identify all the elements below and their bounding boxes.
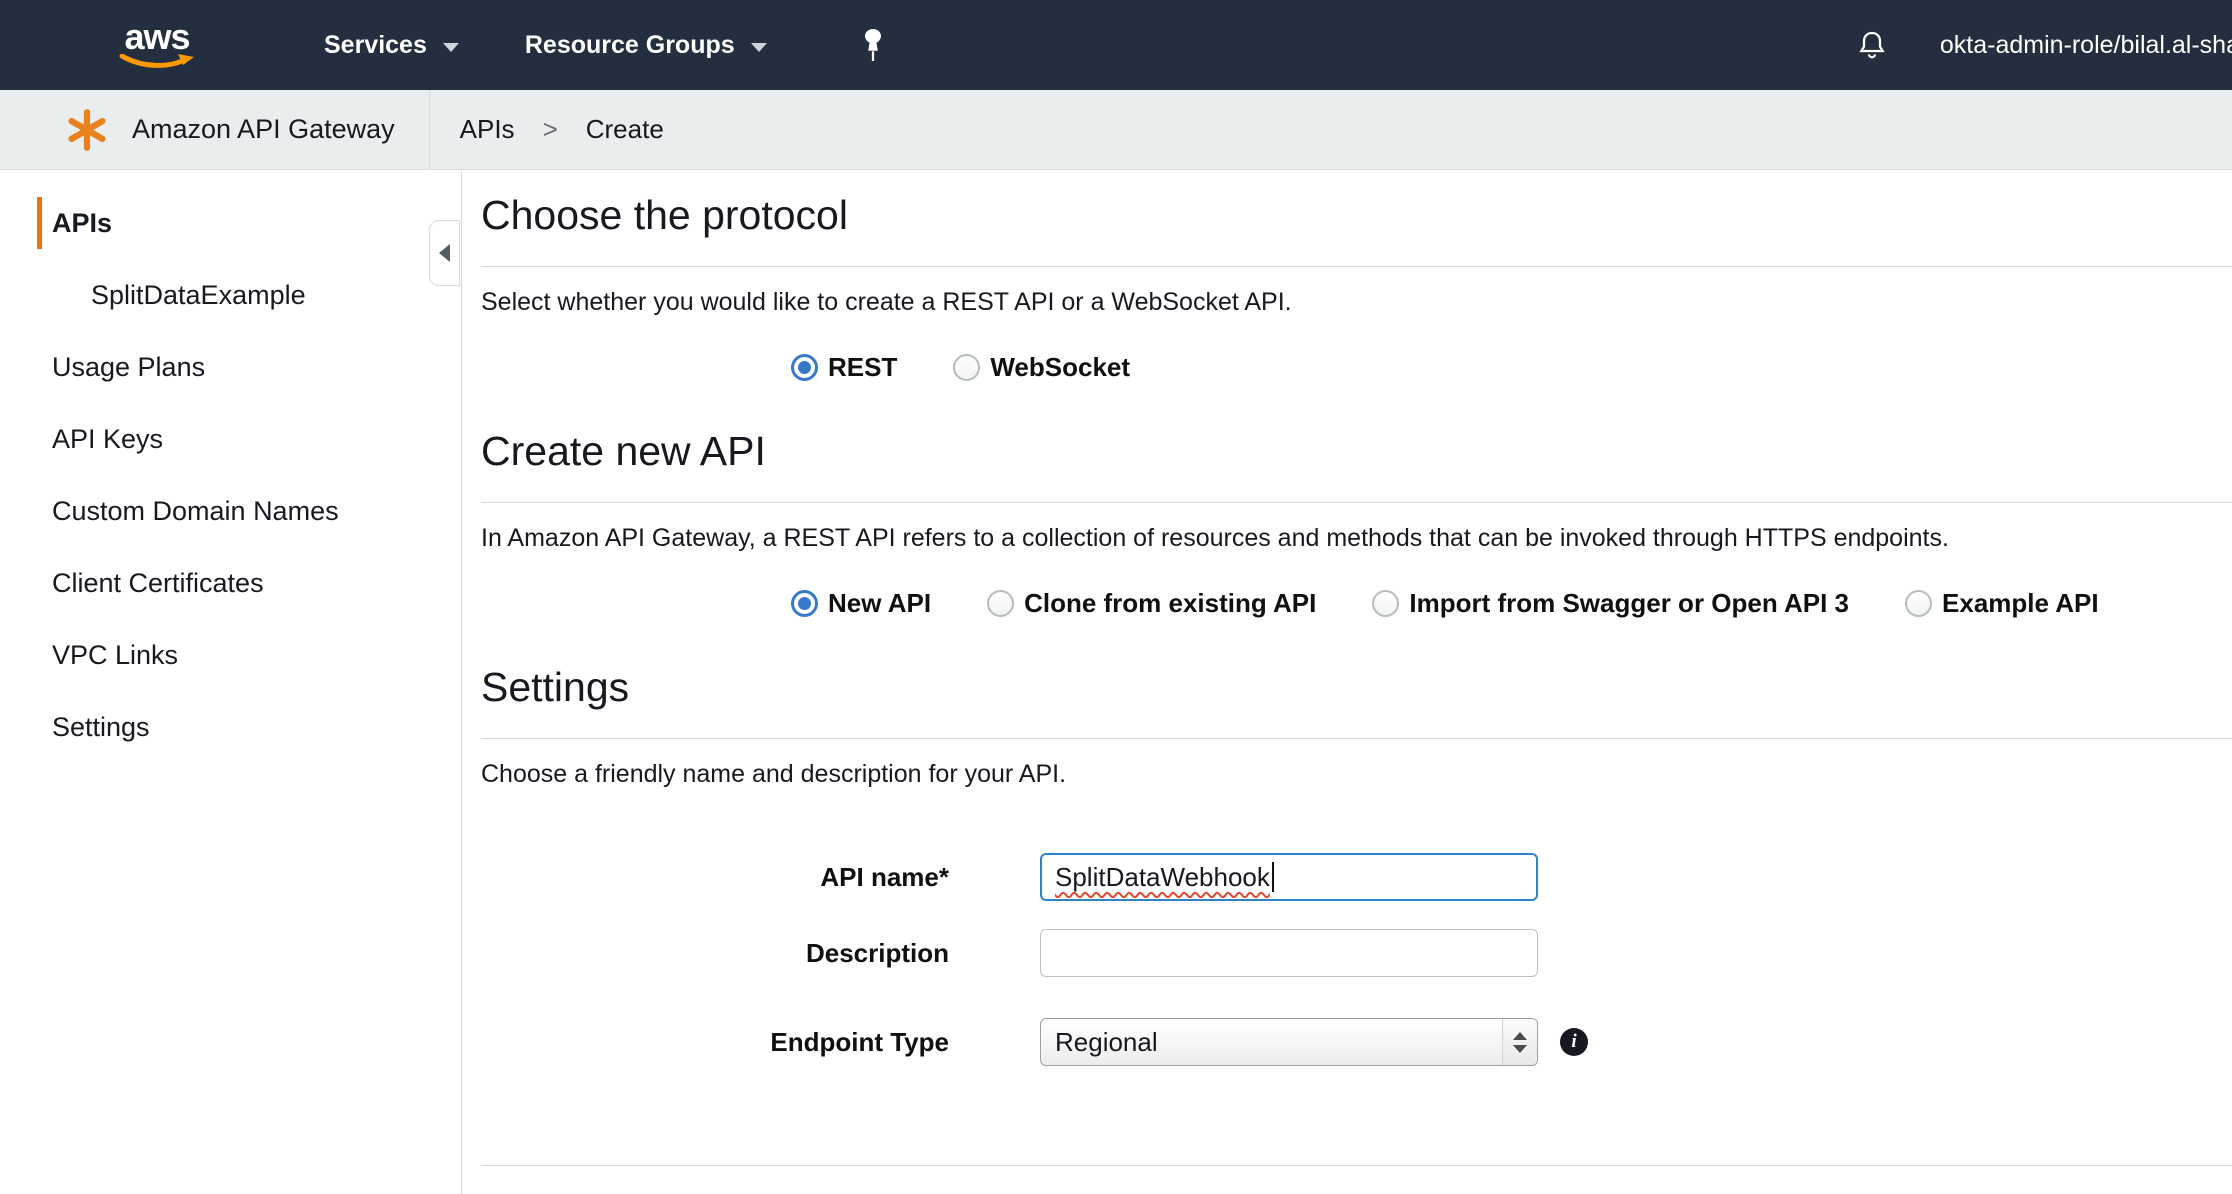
sidebar-item-label: API Keys bbox=[52, 424, 163, 454]
chevron-down-icon bbox=[751, 43, 767, 52]
divider bbox=[429, 90, 430, 169]
nav-services-label: Services bbox=[324, 31, 427, 60]
notifications-button[interactable] bbox=[1856, 28, 1888, 62]
radio-option-rest[interactable]: REST bbox=[791, 352, 897, 383]
sidebar-item-label: APIs bbox=[52, 208, 112, 238]
pin-shortcut-button[interactable] bbox=[859, 29, 887, 61]
sidebar-item-label: Client Certificates bbox=[52, 568, 264, 598]
create-api-description: In Amazon API Gateway, a REST API refers… bbox=[481, 522, 2232, 555]
description-label: Description bbox=[481, 938, 949, 969]
bell-icon bbox=[1856, 28, 1888, 62]
radio-option-example-api[interactable]: Example API bbox=[1905, 588, 2099, 619]
sidebar-item-label: Custom Domain Names bbox=[52, 496, 339, 526]
api-name-value: SplitDataWebhook bbox=[1055, 862, 1270, 893]
radio-label: Import from Swagger or Open API 3 bbox=[1409, 588, 1849, 619]
text-caret bbox=[1272, 862, 1274, 892]
pin-icon bbox=[859, 29, 887, 61]
api-gateway-icon bbox=[64, 107, 110, 153]
sidebar-item-vpc-links[interactable]: VPC Links bbox=[0, 619, 461, 691]
radio-label: New API bbox=[828, 588, 931, 619]
api-name-input[interactable]: SplitDataWebhook bbox=[1040, 853, 1538, 901]
endpoint-type-label: Endpoint Type bbox=[481, 1027, 949, 1058]
radio-unchecked-icon[interactable] bbox=[1372, 590, 1399, 617]
nav-resource-groups[interactable]: Resource Groups bbox=[525, 31, 767, 60]
bottom-divider bbox=[481, 1165, 2232, 1166]
sidebar-collapse-button[interactable] bbox=[429, 220, 460, 286]
chevron-up-icon bbox=[1513, 1032, 1527, 1040]
aws-logo-text: aws bbox=[124, 20, 189, 54]
sidebar-item-label: VPC Links bbox=[52, 640, 178, 670]
breadcrumb-current: Create bbox=[586, 114, 664, 145]
service-bar: Amazon API Gateway APIs > Create bbox=[0, 90, 2232, 170]
section-title-settings: Settings bbox=[481, 663, 2232, 711]
chevron-left-icon bbox=[439, 244, 450, 262]
sidebar-item-settings[interactable]: Settings bbox=[0, 691, 461, 763]
protocol-options: REST WebSocket bbox=[791, 349, 2232, 385]
service-name[interactable]: Amazon API Gateway bbox=[132, 114, 395, 145]
nav-resource-groups-label: Resource Groups bbox=[525, 31, 735, 60]
sidebar-item-label: SplitDataExample bbox=[91, 280, 306, 310]
endpoint-type-select[interactable]: Regional bbox=[1040, 1018, 1538, 1066]
description-input[interactable] bbox=[1040, 929, 1538, 977]
sidebar-item-client-certificates[interactable]: Client Certificates bbox=[0, 547, 461, 619]
divider bbox=[481, 266, 2232, 267]
section-title-protocol: Choose the protocol bbox=[481, 191, 2232, 239]
radio-label: REST bbox=[828, 352, 897, 383]
sidebar-item-splitdataexample[interactable]: SplitDataExample bbox=[0, 259, 461, 331]
divider bbox=[481, 738, 2232, 739]
form-row-endpoint-type: Endpoint Type Regional i bbox=[481, 1018, 2232, 1066]
sidebar-item-custom-domain-names[interactable]: Custom Domain Names bbox=[0, 475, 461, 547]
chevron-down-icon bbox=[1513, 1045, 1527, 1053]
aws-logo[interactable]: aws bbox=[118, 20, 196, 70]
settings-description: Choose a friendly name and description f… bbox=[481, 758, 2232, 791]
radio-option-clone[interactable]: Clone from existing API bbox=[987, 588, 1316, 619]
sidebar: APIs SplitDataExample Usage Plans API Ke… bbox=[0, 171, 462, 1194]
sidebar-item-api-keys[interactable]: API Keys bbox=[0, 403, 461, 475]
radio-option-new-api[interactable]: New API bbox=[791, 588, 931, 619]
info-icon[interactable]: i bbox=[1560, 1028, 1588, 1056]
radio-checked-icon[interactable] bbox=[791, 590, 818, 617]
account-menu[interactable]: okta-admin-role/bilal.al-sha bbox=[1940, 31, 2232, 60]
section-title-create-api: Create new API bbox=[481, 427, 2232, 475]
settings-form: API name* SplitDataWebhook Description E… bbox=[481, 853, 2232, 1066]
select-stepper-icon bbox=[1502, 1019, 1537, 1065]
breadcrumb: APIs > Create bbox=[460, 114, 664, 145]
breadcrumb-root[interactable]: APIs bbox=[460, 114, 515, 145]
endpoint-type-value: Regional bbox=[1055, 1027, 1158, 1058]
radio-label: WebSocket bbox=[990, 352, 1130, 383]
chevron-down-icon bbox=[443, 43, 459, 52]
aws-smile-icon bbox=[118, 54, 196, 70]
radio-label: Clone from existing API bbox=[1024, 588, 1316, 619]
protocol-description: Select whether you would like to create … bbox=[481, 286, 2232, 319]
sidebar-item-label: Usage Plans bbox=[52, 352, 205, 382]
radio-option-websocket[interactable]: WebSocket bbox=[953, 352, 1130, 383]
sidebar-item-label: Settings bbox=[52, 712, 150, 742]
radio-checked-icon[interactable] bbox=[791, 354, 818, 381]
top-navigation: aws Services Resource Groups bbox=[0, 0, 2232, 90]
divider bbox=[481, 502, 2232, 503]
active-indicator bbox=[37, 197, 42, 249]
sidebar-item-apis[interactable]: APIs bbox=[0, 187, 461, 259]
topnav-right-group: okta-admin-role/bilal.al-sha bbox=[1856, 28, 2232, 62]
radio-unchecked-icon[interactable] bbox=[987, 590, 1014, 617]
radio-option-import-swagger[interactable]: Import from Swagger or Open API 3 bbox=[1372, 588, 1849, 619]
create-api-options: New API Clone from existing API Import f… bbox=[791, 585, 2232, 621]
sidebar-item-usage-plans[interactable]: Usage Plans bbox=[0, 331, 461, 403]
radio-unchecked-icon[interactable] bbox=[953, 354, 980, 381]
main-content: Choose the protocol Select whether you w… bbox=[463, 171, 2232, 1194]
form-row-description: Description bbox=[481, 929, 2232, 977]
form-row-api-name: API name* SplitDataWebhook bbox=[481, 853, 2232, 901]
radio-unchecked-icon[interactable] bbox=[1905, 590, 1932, 617]
breadcrumb-separator: > bbox=[543, 114, 558, 145]
api-name-label: API name* bbox=[481, 862, 949, 893]
nav-services[interactable]: Services bbox=[324, 31, 459, 60]
radio-label: Example API bbox=[1942, 588, 2099, 619]
